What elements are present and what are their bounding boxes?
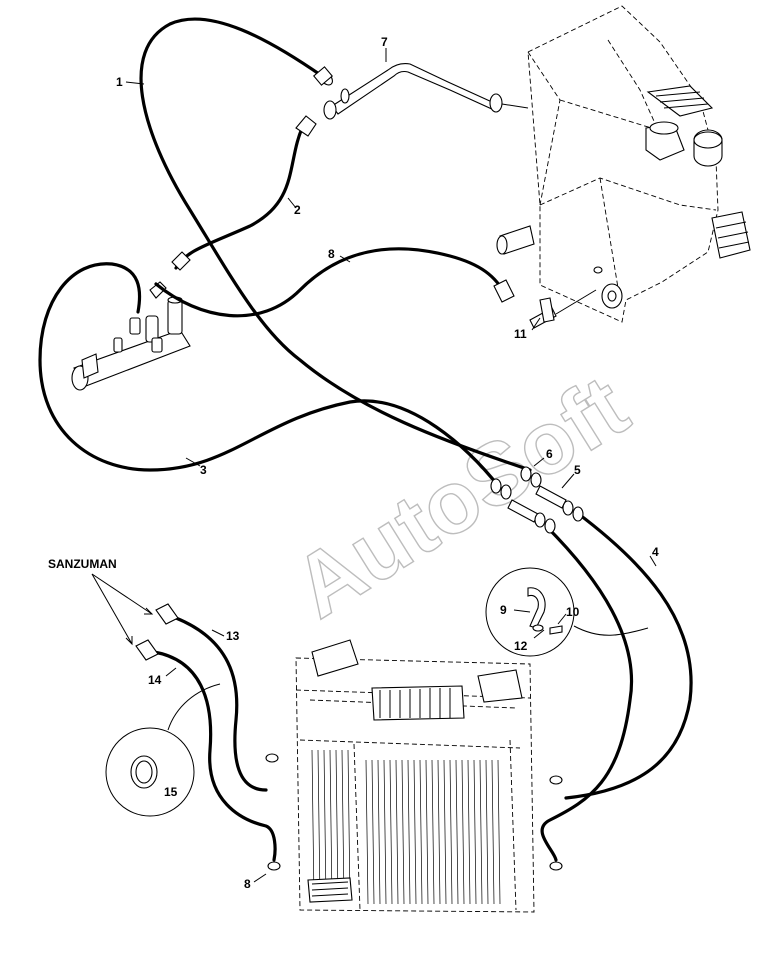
callout-11: 11 [514,327,527,341]
sanzuman-label: SANZUMAN [48,557,117,571]
callout-1: 1 [116,75,123,89]
callout-14: 14 [148,673,162,687]
callout-8-top: 8 [328,247,335,261]
callouts: SANZUMAN 1 2 3 4 5 6 7 8 8 9 10 11 12 13… [48,35,659,891]
hose-3 [38,262,502,490]
callout-10: 10 [566,605,580,619]
callout-15: 15 [164,785,178,799]
callout-7: 7 [381,35,388,49]
callout-4: 4 [652,545,659,559]
hose-8 [154,247,508,318]
callout-6: 6 [546,447,553,461]
hose-13 [174,616,268,792]
hoses [38,17,693,862]
fittings [135,66,597,871]
callout-2: 2 [294,203,301,217]
leader-lines [91,48,657,883]
hose-4 [564,510,693,800]
hose-1 [139,17,532,472]
coupler-set [490,466,584,534]
control-valve-block [71,281,191,391]
hose-4b [540,524,634,862]
callout-5: 5 [574,463,581,477]
steel-tube-7 [323,63,529,120]
callout-3: 3 [200,463,207,477]
callout-8-bottom: 8 [244,877,251,891]
callout-9: 9 [500,603,507,617]
detail-circle-clamp [485,567,649,657]
cooler-fins [311,749,501,905]
callout-13: 13 [226,629,240,643]
hydraulic-tank [496,5,751,323]
callout-12: 12 [514,639,528,653]
detail-circle-ring [105,683,221,817]
watermark: AutoSoft [277,356,644,637]
oil-cooler [295,639,535,913]
hose-2 [174,122,306,270]
hose-14 [152,650,277,862]
